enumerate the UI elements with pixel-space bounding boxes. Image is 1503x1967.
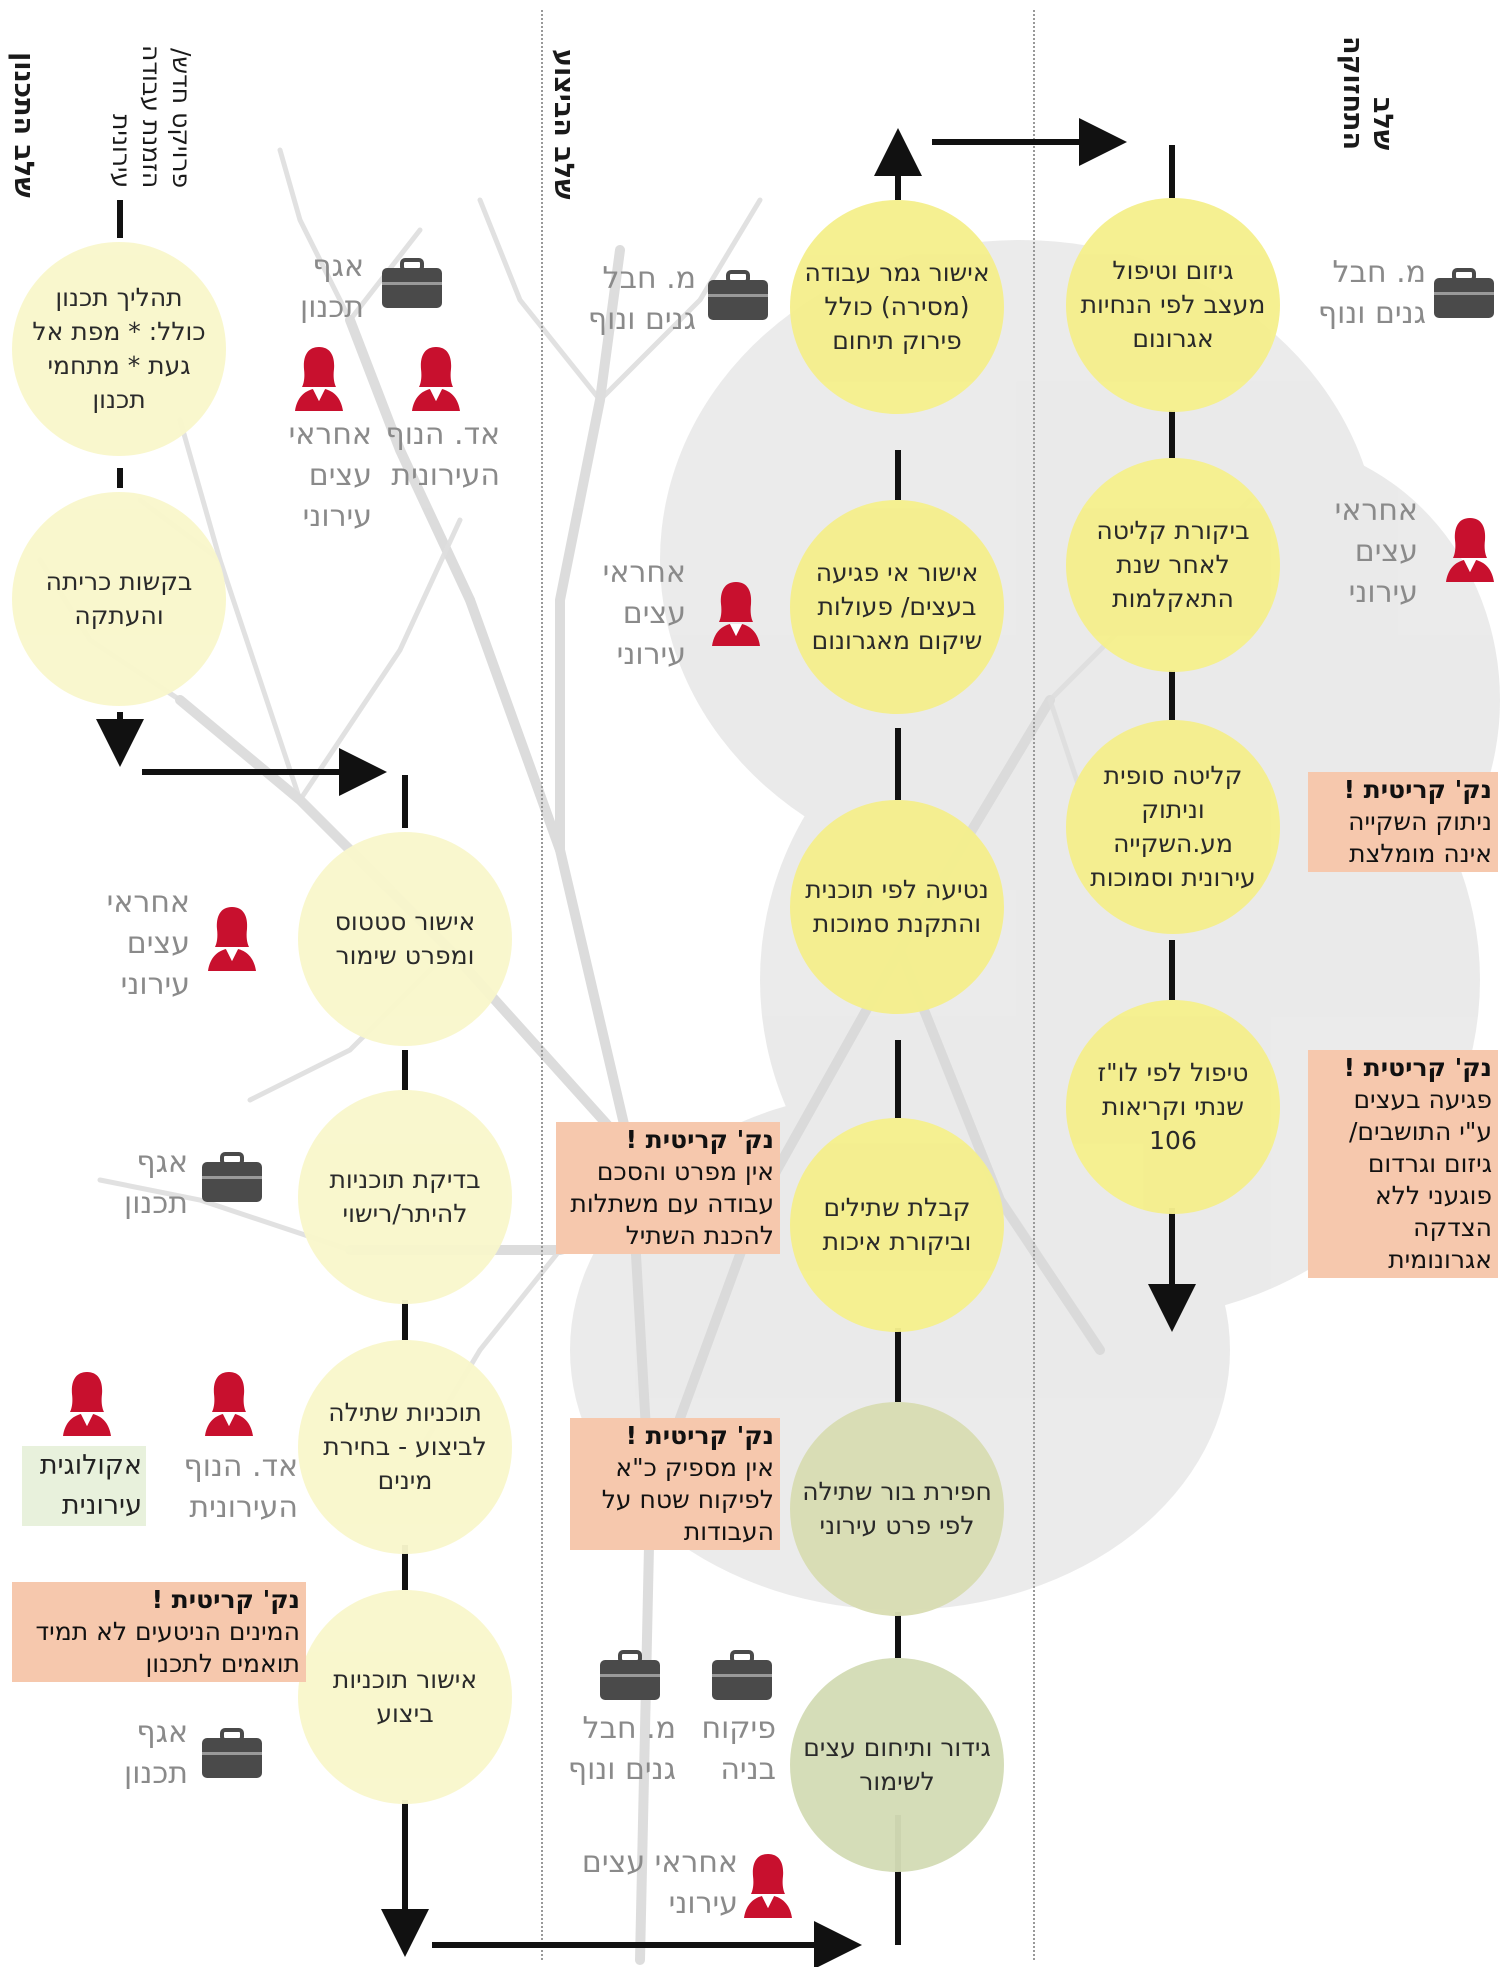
critical-label: נק' קריטית ! bbox=[151, 1585, 300, 1614]
role-building-inspection: פיקוח בניה bbox=[701, 1711, 776, 1787]
critical-label: נק' קריטית ! bbox=[1343, 775, 1492, 804]
critical-text: אין מספיק כ"א לפיקוח שטח על העבודות bbox=[601, 1453, 774, 1546]
female-person-icon bbox=[744, 1852, 792, 1922]
briefcase-icon bbox=[710, 1650, 774, 1706]
role-landscape-architect: אד. הנוף העירונית bbox=[385, 417, 500, 493]
divider-planning-execution bbox=[541, 10, 543, 1960]
step-annual-care: טיפול לפי לו"ז שנתי וקריאות 106 bbox=[1066, 1000, 1280, 1214]
briefcase-icon bbox=[380, 258, 444, 314]
role-tree-officer: אחראי עצים עירוני bbox=[106, 885, 190, 1002]
step-felling-requests: בקשות כריתה והעתקה bbox=[12, 492, 226, 706]
role-planning-dept: אגף תכנון bbox=[124, 1145, 188, 1221]
briefcase-icon bbox=[200, 1728, 264, 1784]
role-tree-officer: אחראי עצים עירוני bbox=[581, 1845, 738, 1921]
role-gardens-dept: מ. חבל גנים ונוף bbox=[587, 261, 696, 337]
role-planning-dept: אגף תכנון bbox=[124, 1715, 188, 1791]
role-tree-officer: אחראי עצים עירוני bbox=[288, 417, 372, 534]
critical-label: נק' קריטית ! bbox=[625, 1125, 774, 1154]
step-fencing-trees: גידור ותיחום עצים לשימור bbox=[790, 1658, 1004, 1872]
critical-label: נק' קריטית ! bbox=[1343, 1053, 1492, 1082]
role-gardens-dept: מ. חבל גנים ונוף bbox=[567, 1711, 676, 1787]
briefcase-icon bbox=[200, 1152, 264, 1208]
briefcase-icon bbox=[706, 270, 770, 326]
female-person-icon bbox=[205, 1370, 253, 1440]
critical-point-tree-damage: נק' קריטית ! פגיעה בעצים ע"י התושבים/ גי… bbox=[1308, 1050, 1498, 1278]
briefcase-icon bbox=[1432, 268, 1496, 324]
critical-point-seedling-contract: נק' קריטית ! אין מפרט והסכם עבודה עם משת… bbox=[556, 1122, 780, 1254]
step-establishment-check: ביקורת קליטה לאחר שנת התאקלמות bbox=[1066, 458, 1280, 672]
female-person-icon bbox=[63, 1370, 111, 1440]
critical-text: המינים הניטעים לא תמיד תואמים לתכנון bbox=[35, 1617, 300, 1678]
planning-stage-subtitle: פרויקט חדש/ הזמנת עבודה עירונית bbox=[107, 44, 196, 188]
critical-point-irrigation: נק' קריטית ! ניתוק השקייה אינה מומלצת bbox=[1308, 772, 1498, 872]
briefcase-icon bbox=[598, 1650, 662, 1706]
critical-point-planting-species: נק' קריטית ! המינים הניטעים לא תמיד תואמ… bbox=[12, 1582, 306, 1682]
step-execution-plans-approval: אישור תוכניות ביצוע bbox=[298, 1590, 512, 1804]
maintenance-stage-title: שלב התחזוקה bbox=[1337, 35, 1398, 150]
step-planting-plans: תוכניות שתילה לביצוע - בחירת מינים bbox=[298, 1340, 512, 1554]
role-gardens-dept: מ. חבל גנים ונוף bbox=[1317, 255, 1426, 331]
female-person-icon bbox=[412, 345, 460, 415]
step-pit-digging: חפירת בור שתילה לפי פרט עירוני bbox=[790, 1402, 1004, 1616]
role-tree-officer: אחראי עצים עירוני bbox=[1334, 493, 1418, 610]
critical-text: ניתוק השקייה אינה מומלצת bbox=[1348, 807, 1492, 868]
role-tree-officer: אחראי עצים עירוני bbox=[602, 555, 686, 672]
step-planning-process: תהליך תכנון כולל: * מפת אל געת * מתחמי ת… bbox=[12, 242, 226, 456]
step-status-approval: אישור סטטוס ומפרט שימור bbox=[298, 832, 512, 1046]
divider-execution-maintenance bbox=[1033, 10, 1035, 1960]
female-person-icon bbox=[295, 345, 343, 415]
female-person-icon bbox=[208, 905, 256, 975]
step-seedling-inspection: קבלת שתילים וביקורת איכות bbox=[790, 1118, 1004, 1332]
critical-text: אין מפרט והסכם עבודה עם משתלות להכנת השת… bbox=[570, 1157, 774, 1250]
critical-label: נק' קריטית ! bbox=[625, 1421, 774, 1450]
step-no-damage-approval: אישור אי פגיעה בעצים/ פעולות שיקום מאגרו… bbox=[790, 500, 1004, 714]
role-landscape-architect: אד. הנוף העירונית bbox=[183, 1449, 298, 1525]
role-ecologist: אקולוגית עירונית bbox=[22, 1446, 146, 1526]
step-final-establishment: קליטה סופית וניתוק מע.השקייה עירונית וסמ… bbox=[1066, 720, 1280, 934]
step-permit-review: בדיקת תוכניות להיתר/רישוי bbox=[298, 1090, 512, 1304]
step-pruning: גיזום וטיפול מעצב לפי הנחיות אגרונום bbox=[1066, 198, 1280, 412]
critical-text: פגיעה בעצים ע"י התושבים/ גיזום וגרדום פו… bbox=[1348, 1085, 1492, 1274]
planning-stage-title: שלב התכנון bbox=[8, 52, 39, 198]
step-completion-approval: אישור גמר עבודה (מסירה) כולל פירוק תיחום bbox=[790, 200, 1004, 414]
female-person-icon bbox=[1446, 516, 1494, 586]
critical-point-field-supervision: נק' קריטית ! אין מספיק כ"א לפיקוח שטח על… bbox=[570, 1418, 780, 1550]
role-planning-dept: אגף תכנון bbox=[300, 249, 364, 325]
step-planting: נטיעה לפי תוכנית והתקנת סמוכות bbox=[790, 800, 1004, 1014]
execution-stage-title: שלב הביצוע bbox=[548, 49, 579, 200]
female-person-icon bbox=[712, 580, 760, 650]
